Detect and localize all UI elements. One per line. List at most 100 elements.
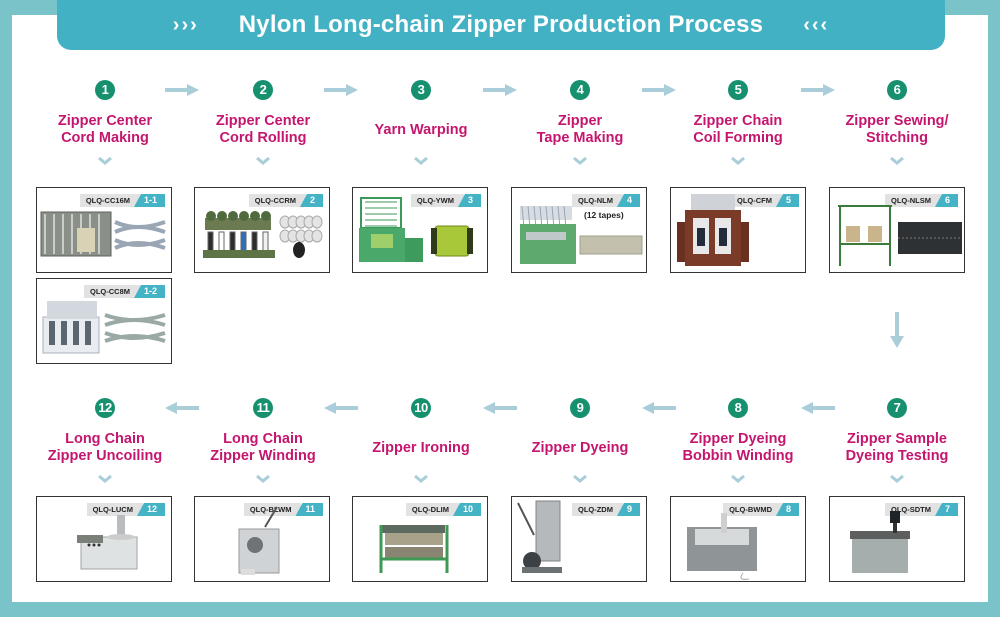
chevron-down-icon: [98, 474, 112, 483]
step-label-line1: Zipper Center: [215, 113, 311, 129]
yarn-warping-machine-icon: [359, 197, 473, 262]
uncoiling-machine-icon: [77, 515, 138, 570]
step-label-line2: Zipper Uncoiling: [47, 448, 163, 464]
machine-card: QLQ-ZDM 9: [511, 496, 647, 582]
machine-card: QLQ-LUCM 12: [36, 496, 172, 582]
tape-loom-machine-icon: [520, 205, 643, 264]
arrow-right-icon: [324, 84, 358, 96]
step-3: 3 Yarn Warping: [346, 80, 496, 173]
model-tag: QLQ-NLSM 6: [884, 194, 958, 207]
model-code: QLQ-NLM: [571, 194, 623, 207]
step-label-line1: Zipper Dyeing: [531, 439, 629, 456]
diagram-title: Nylon Long-chain Zipper Production Proce…: [238, 11, 764, 38]
model-tag: QLQ-BWMD 8: [723, 503, 799, 516]
dyeing-vessel-icon: [517, 500, 562, 573]
model-tag: QLQ-SDTM 7: [884, 503, 958, 516]
step-6: 6 Zipper Sewing/Stitching: [822, 80, 972, 173]
step-number-badge: 12: [95, 398, 115, 418]
model-tag: QLQ-BLWM 11: [243, 503, 323, 516]
step-9: 9 Zipper Dyeing: [505, 398, 655, 491]
step-label-line2: Stitching: [865, 130, 929, 146]
arrow-down-icon: [890, 312, 904, 348]
machine-card: QLQ-BLWM 11: [194, 496, 330, 582]
cord-making-machine-icon: [42, 301, 166, 354]
step-label-line1: Zipper Ironing: [372, 439, 470, 456]
step-10: 10 Zipper Ironing: [346, 398, 496, 491]
model-step-number: 8: [775, 503, 799, 516]
step-number-badge: 6: [887, 80, 907, 100]
chevron-down-icon: [890, 156, 904, 165]
model-tag: QLQ-YWM 3: [410, 194, 481, 207]
chevron-down-icon: [98, 156, 112, 165]
machine-card: QLQ-SDTM 7: [829, 496, 965, 582]
model-code: QLQ-DLIM: [405, 503, 459, 516]
step-number-badge: 1: [95, 80, 115, 100]
step-label-line1: Zipper: [557, 113, 603, 129]
model-step-number: 4: [616, 194, 640, 207]
arrow-left-icon: [642, 402, 676, 414]
machine-card: QLQ-CC16M 1-1: [36, 187, 172, 273]
arrow-left-icon: [165, 402, 199, 414]
model-code: QLQ-CC8M: [83, 285, 140, 298]
step-label-line2: Cord Making: [61, 130, 149, 146]
model-step-number: 9: [616, 503, 640, 516]
dyeing-test-machine-icon: [850, 511, 910, 573]
model-tag: QLQ-ZDM 9: [571, 503, 640, 516]
winding-machine-icon: [238, 506, 280, 575]
model-code: QLQ-NLSM: [884, 194, 941, 207]
model-code: QLQ-BLWM: [243, 503, 302, 516]
step-label-line1: Long Chain: [65, 431, 145, 447]
model-code: QLQ-BWMD: [723, 503, 782, 516]
diagram-frame: [12, 15, 988, 602]
cord-rolling-machine-icon: [203, 211, 323, 258]
step-label: Zipper Sewing/Stitching: [822, 112, 972, 148]
model-step-number: 1-1: [133, 194, 165, 207]
left-chevrons-decoration: ‹‹‹: [803, 13, 830, 36]
arrow-right-icon: [642, 84, 676, 96]
chevron-down-icon: [731, 156, 745, 165]
model-code: QLQ-ZDM: [571, 503, 623, 516]
step-number-badge: 11: [253, 398, 273, 418]
step-number-badge: 7: [887, 398, 907, 418]
machine-card: QLQ-BWMD 8: [670, 496, 806, 582]
model-step-number: 2: [299, 194, 323, 207]
step-label: Zipper Dyeing: [505, 430, 655, 466]
model-step-number: 1-2: [133, 285, 165, 298]
model-tag: QLQ-CCRM 2: [248, 194, 323, 207]
step-label: Zipper Ironing: [346, 430, 496, 466]
model-code: QLQ-CCRM: [248, 194, 306, 207]
chevron-down-icon: [573, 474, 587, 483]
machine-card: QLQ-YWM 3: [352, 187, 488, 273]
step-label-line2: Bobbin Winding: [682, 448, 794, 464]
step-label-line2: Zipper Winding: [210, 448, 316, 464]
chevron-down-icon: [414, 474, 428, 483]
chevron-down-icon: [573, 156, 587, 165]
step-label-line1: Long Chain: [223, 431, 303, 447]
step-label-line1: Zipper Chain: [693, 113, 783, 129]
chevron-down-icon: [890, 474, 904, 483]
step-number-badge: 3: [411, 80, 431, 100]
model-tag: QLQ-CFM 5: [730, 194, 799, 207]
step-number-badge: 5: [728, 80, 748, 100]
cord-making-machine-icon: [40, 211, 166, 257]
model-step-number: 12: [136, 503, 165, 516]
model-step-number: 5: [775, 194, 799, 207]
step-number-badge: 9: [570, 398, 590, 418]
model-tag: QLQ-DLIM 10: [405, 503, 481, 516]
model-tag: QLQ-CC16M 1-1: [79, 194, 165, 207]
step-label-line2: Cord Rolling: [219, 130, 307, 146]
model-step-number: 10: [452, 503, 481, 516]
machine-card: QLQ-DLIM 10: [352, 496, 488, 582]
model-step-number: 11: [295, 503, 323, 516]
chevron-down-icon: [256, 474, 270, 483]
ironing-machine-icon: [379, 525, 449, 573]
